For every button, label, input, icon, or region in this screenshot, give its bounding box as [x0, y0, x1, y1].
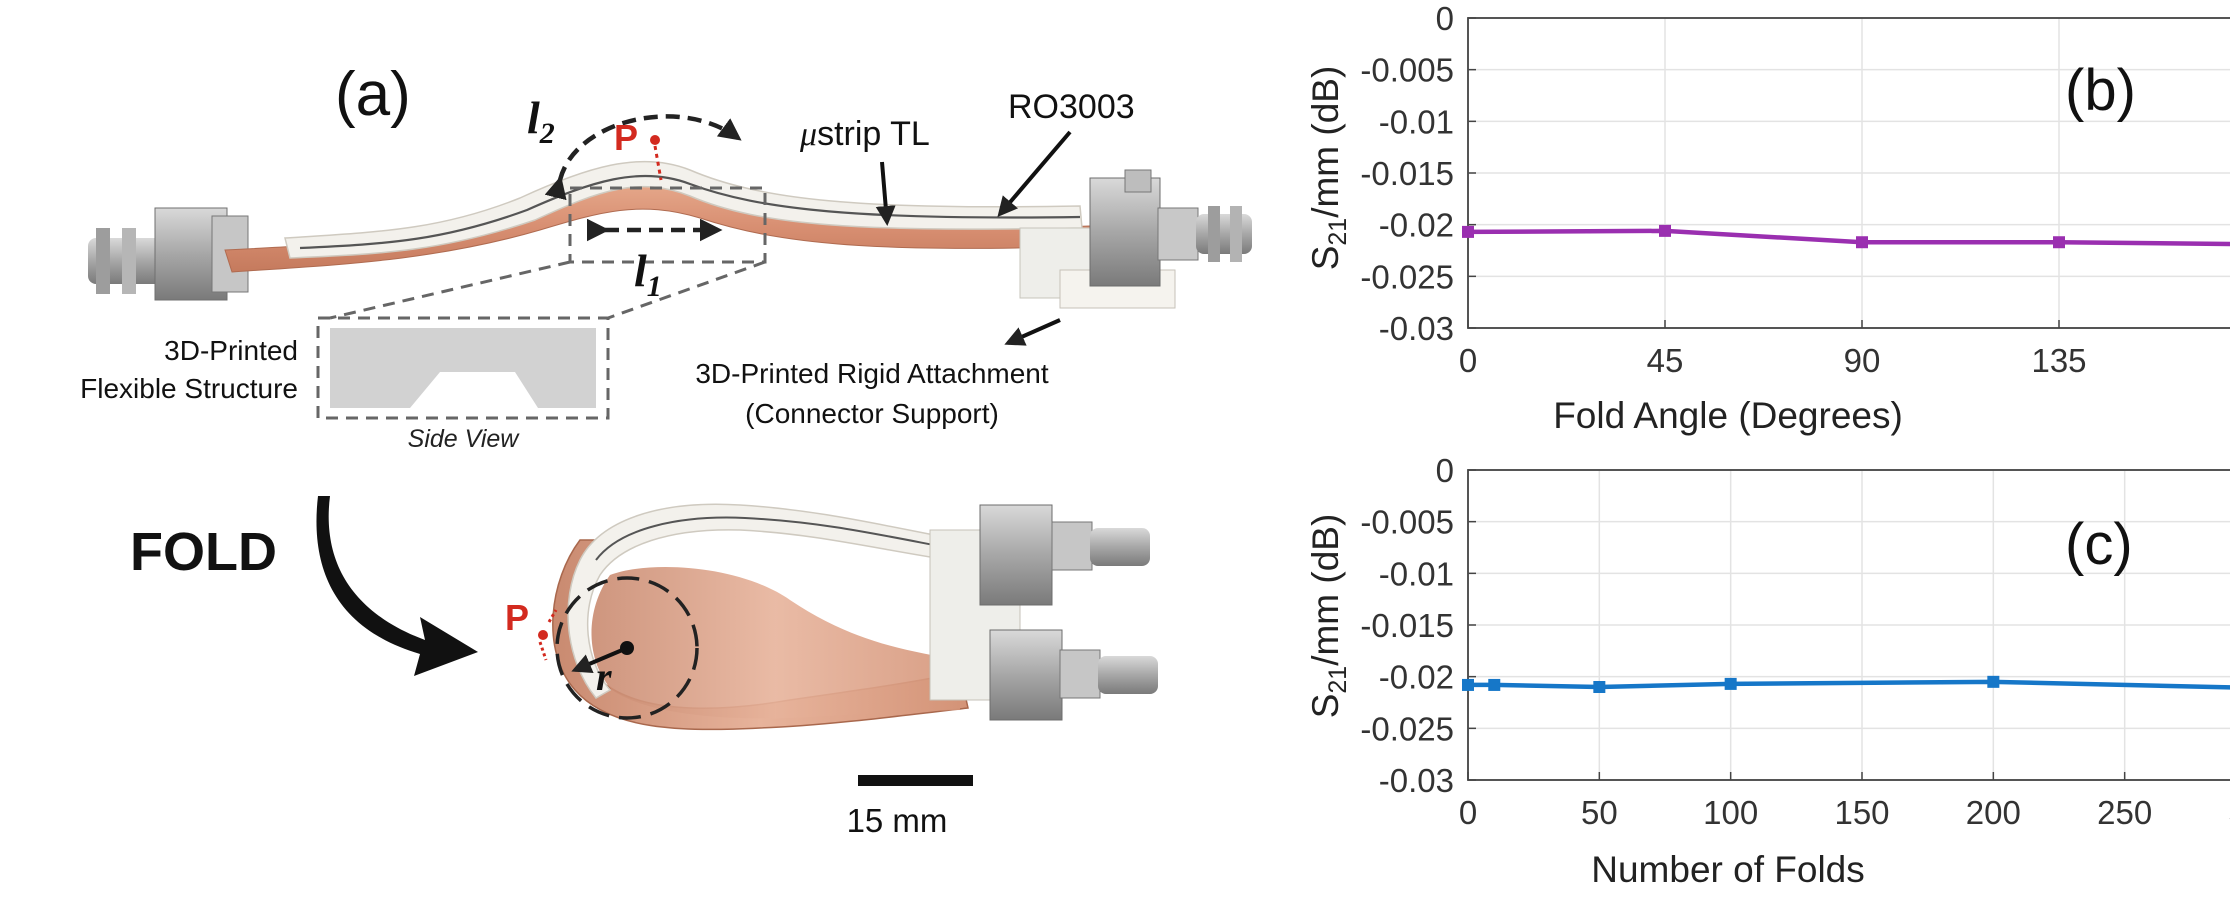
panel-b-label: (b)	[2065, 58, 2136, 123]
panel-a-label: (a)	[335, 60, 411, 129]
chart-c-data-point	[1462, 678, 1474, 691]
flexible-structure-label-1: 3D-Printed	[164, 335, 298, 366]
scale-bar	[858, 775, 973, 786]
chart-c-ytick-label: -0.005	[1360, 504, 1454, 541]
chart-b-xtick-label: 180	[2228, 342, 2230, 379]
chart-b-ylabel: S21/mm (dB)	[1305, 66, 1352, 271]
chart-fold-angle: S21/mm (dB) 0 -0.005 -0.01 -0.015 -0.02 -0.02…	[1305, 0, 2230, 436]
chart-c-axes-frame	[1467, 469, 2230, 781]
chart-b-ytick-label: -0.03	[1379, 310, 1454, 347]
chart-b-ytick-label: -0.015	[1360, 155, 1454, 192]
chart-b-xtick-label: 0	[1459, 342, 1477, 379]
chart-c-data-point	[1593, 681, 1606, 693]
flexible-structure-label-2: Flexible Structure	[80, 373, 298, 404]
chart-b-xtick-label: 135	[2031, 342, 2086, 379]
chart-b-ytick-label: -0.02	[1379, 207, 1454, 244]
chart-c-xtick-label: 300	[2228, 794, 2230, 831]
side-view-inset: Side View	[316, 316, 610, 453]
l2-dashed-arc	[544, 114, 742, 201]
radius-arrow	[571, 646, 628, 673]
side-view-label: Side View	[408, 425, 521, 453]
chart-c-xtick-label: 50	[1581, 794, 1618, 831]
point-p-top-dot	[650, 135, 660, 145]
bend-radius-circle	[555, 576, 699, 720]
chart-c-xlabel: Number of Folds	[1591, 849, 1865, 890]
chart-c-xtick-label: 200	[1966, 794, 2021, 831]
point-p-bottom-dot	[538, 630, 548, 640]
scale-bar-label: 15 mm	[847, 802, 948, 839]
point-p-top: P	[614, 117, 638, 158]
chart-b-xtick-label: 90	[1844, 342, 1881, 379]
left-sma-connector	[88, 207, 249, 301]
ro3003-label: RO3003	[1008, 88, 1135, 126]
chart-c-xtick-label: 250	[2097, 794, 2152, 831]
chart-c-ytick-label: -0.02	[1379, 659, 1454, 696]
ustrip-label: μstrip TL	[799, 115, 930, 153]
chart-c-ytick-label: -0.015	[1360, 607, 1454, 644]
fold-label: FOLD	[130, 522, 277, 582]
rigid-attachment-label-2: (Connector Support)	[745, 398, 999, 429]
chart-c-ytick-label: -0.03	[1379, 762, 1454, 799]
chart-b-data-point	[1659, 224, 1671, 237]
chart-c-ytick-label: -0.025	[1360, 710, 1454, 747]
chart-b-ytick-label: 0	[1436, 0, 1454, 37]
chart-c-ytick-label: -0.01	[1379, 555, 1454, 592]
chart-c-data-point	[1987, 675, 2000, 688]
chart-b-data-point	[1856, 236, 1868, 249]
radius-label: r	[596, 654, 612, 699]
chart-c-ylabel: S21/mm (dB)	[1305, 514, 1352, 719]
panel-a-illustration: (a)	[80, 60, 1252, 839]
rigid-attachment-label-1: 3D-Printed Rigid Attachment	[695, 358, 1049, 389]
chart-c-xtick-label: 0	[1459, 794, 1477, 831]
chart-c-data-point	[1488, 678, 1501, 691]
panel-c-label: (c)	[2065, 512, 2133, 577]
chart-b-data-point	[1462, 225, 1474, 238]
chart-b-data-point	[2053, 236, 2065, 249]
right-sma-connector	[1019, 169, 1252, 309]
fold-curved-arrow	[316, 496, 478, 676]
bump-highlight-box	[568, 186, 767, 264]
chart-b-xlabel: Fold Angle (Degrees)	[1553, 395, 1903, 436]
folded-tline-assembly	[552, 503, 1158, 731]
chart-b-ytick-label: -0.005	[1360, 52, 1454, 89]
flat-tline-assembly	[88, 160, 1252, 309]
chart-b-xtick-label: 45	[1647, 342, 1684, 379]
chart-c-xtick-label: 150	[1834, 794, 1889, 831]
l1-label: l1	[634, 245, 662, 303]
chart-b-ytick-label: -0.025	[1360, 258, 1454, 295]
chart-b-axes-frame	[1467, 17, 2230, 329]
point-p-bottom: P	[505, 597, 529, 638]
chart-c-data-point	[1724, 677, 1737, 690]
chart-b-ytick-label: -0.01	[1379, 103, 1454, 140]
chart-c-xtick-label: 100	[1703, 794, 1758, 831]
chart-c-ytick-label: 0	[1436, 452, 1454, 489]
chart-number-of-folds: S21/mm (dB) 0 -0.005 -0.01 -0.015 -0.02 -0.02…	[1305, 452, 2230, 890]
l2-label: l2	[527, 92, 555, 150]
